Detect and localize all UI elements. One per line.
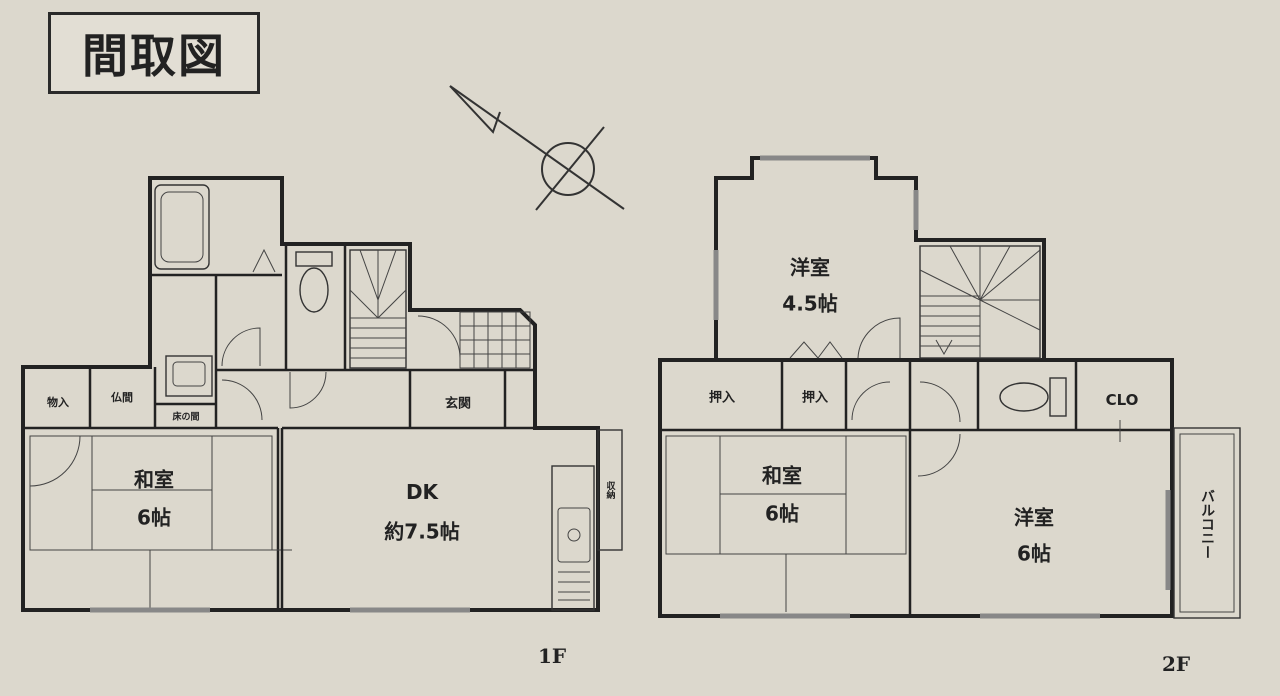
room-oshiire-1f: 物入	[47, 396, 69, 409]
room-youshitsu-a-name: 洋室	[790, 255, 830, 280]
room-balcony: バルコニー	[1199, 489, 1215, 559]
room-washitsu-2f-size: 6帖	[765, 501, 799, 526]
title-box: 間取図	[48, 12, 260, 94]
room-youshitsu-b-name: 洋室	[1014, 505, 1054, 530]
room-genkan: 玄関	[444, 396, 472, 412]
room-washitsu-2f-name: 和室	[762, 463, 802, 488]
floor-label-2f: 2F	[1162, 652, 1191, 676]
room-washitsu-1f-name: 和室	[134, 467, 174, 492]
room-oshiire-2f-a: 押入	[708, 390, 736, 406]
room-dk-size: 約7.5帖	[384, 519, 460, 544]
second-floor-plan	[658, 155, 1241, 619]
room-oshiire-2f-b: 押入	[801, 390, 829, 406]
page-title: 間取図	[82, 29, 226, 83]
room-youshitsu-a-size: 4.5帖	[782, 291, 838, 316]
room-butsuma: 仏間	[111, 391, 133, 404]
room-tokonoma: 床の間	[172, 412, 200, 423]
floor-label-1f: 1F	[538, 644, 567, 668]
room-washitsu-1f-size: 6帖	[137, 505, 171, 530]
room-dk-name: DK	[405, 480, 439, 504]
room-storage-small: 収納	[604, 481, 615, 499]
room-clo: CLO	[1105, 391, 1139, 409]
north-arrow-icon	[449, 85, 625, 211]
room-youshitsu-b-size: 6帖	[1017, 541, 1051, 566]
first-floor-plan	[21, 176, 623, 613]
